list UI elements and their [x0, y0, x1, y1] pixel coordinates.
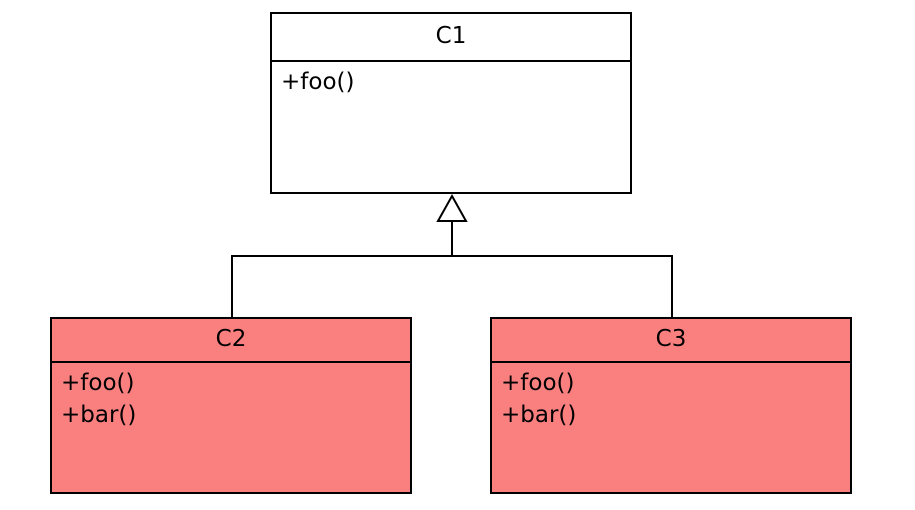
class-members-c1: +foo(): [272, 62, 630, 192]
uml-class-c1[interactable]: C1 +foo(): [270, 12, 632, 194]
inheritance-triangle-arrowhead: [436, 193, 468, 222]
class-name-c2: C2: [52, 319, 410, 363]
class-name-c1: C1: [272, 14, 630, 62]
class-member: +foo(): [501, 370, 575, 396]
uml-class-c2[interactable]: C2 +foo() +bar(): [50, 317, 412, 494]
class-member: +bar(): [61, 402, 137, 428]
class-member: +foo(): [61, 370, 135, 396]
class-members-c3: +foo() +bar(): [492, 363, 850, 492]
class-members-c2: +foo() +bar(): [52, 363, 410, 492]
class-name-c3: C3: [492, 319, 850, 363]
class-member: +foo(): [281, 69, 355, 95]
uml-class-c3[interactable]: C3 +foo() +bar(): [490, 317, 852, 494]
class-member: +bar(): [501, 402, 577, 428]
